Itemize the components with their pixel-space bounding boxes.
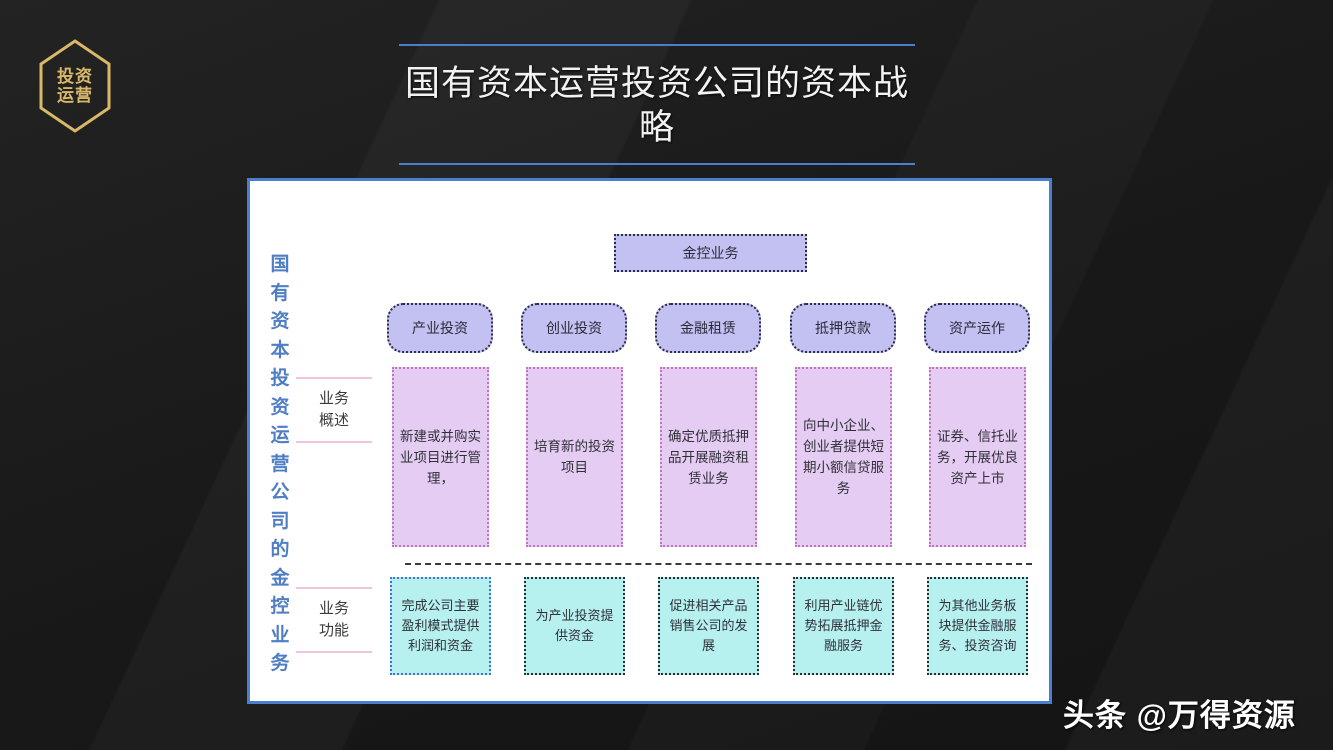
title-rule-bottom xyxy=(399,163,915,165)
vertical-label-char: 公 xyxy=(270,482,290,503)
top-category-label: 金控业务 xyxy=(682,245,739,261)
function-card-text: 促进相关产品销售公司的发展 xyxy=(669,598,748,653)
business-function-row: 完成公司主要盈利模式提供利润和资金 为产业投资提供资金 促进相关产品销售公司的发展 利… xyxy=(383,577,1038,675)
brand-logo: 投资 运营 xyxy=(38,38,112,134)
vertical-label-char: 投 xyxy=(270,368,290,389)
function-card-text: 完成公司主要盈利模式提供利润和资金 xyxy=(401,598,480,653)
overview-card-text: 新建或并购实业项目进行管理， xyxy=(400,428,481,486)
overview-card: 新建或并购实业项目进行管理， xyxy=(392,367,489,547)
function-card-text: 利用产业链优势拓展抵押金融服务 xyxy=(804,598,883,653)
overview-card: 培育新的投资项目 xyxy=(526,367,623,547)
vertical-label-char: 控 xyxy=(270,596,290,617)
section-divider xyxy=(405,563,1032,565)
function-card: 促进相关产品销售公司的发展 xyxy=(658,577,759,675)
business-pill[interactable]: 抵押贷款 xyxy=(790,303,896,353)
overview-card: 确定优质抵押品开展融资租赁业务 xyxy=(660,367,757,547)
vertical-label-char: 的 xyxy=(270,539,290,560)
function-card-text: 为产业投资提供资金 xyxy=(535,608,614,643)
watermark: 头条 @万得资源 xyxy=(1063,698,1296,733)
business-pill[interactable]: 资产运作 xyxy=(924,303,1030,353)
vertical-label-char: 务 xyxy=(270,653,290,674)
vertical-label-char: 本 xyxy=(270,339,290,361)
overview-card: 证券、信托业务，开展优良资产上市 xyxy=(929,367,1026,547)
function-card: 为产业投资提供资金 xyxy=(524,577,625,675)
business-pill-row: 产业投资 创业投资 金融租赁 抵押贷款 资产运作 xyxy=(383,303,1038,353)
title-rule-top xyxy=(399,44,915,46)
hexagon-icon xyxy=(39,39,111,133)
function-card: 利用产业链优势拓展抵押金融服务 xyxy=(793,577,894,675)
vertical-label-char: 司 xyxy=(270,510,290,532)
row-label-overview: 业务 概述 xyxy=(296,377,372,443)
overview-card-text: 确定优质抵押品开展融资租赁业务 xyxy=(668,428,749,486)
row-label-overview-line1: 业务 xyxy=(318,390,349,407)
business-pill[interactable]: 产业投资 xyxy=(387,303,493,353)
function-card: 为其他业务板块提供金融服务、投资咨询 xyxy=(927,577,1028,675)
overview-card-text: 培育新的投资项目 xyxy=(534,439,615,475)
row-label-function-line2: 功能 xyxy=(318,622,349,639)
brand-logo-line1: 投资 xyxy=(57,67,93,86)
function-card: 完成公司主要盈利模式提供利润和资金 xyxy=(390,577,491,675)
function-card-text: 为其他业务板块提供金融服务、投资咨询 xyxy=(938,598,1017,653)
vertical-label-char: 资 xyxy=(270,396,290,418)
vertical-label-char: 业 xyxy=(270,624,290,646)
content-panel: 国有资本投资运营公司的金控业务 金控业务 产业投资创业投资金融租赁抵押贷款资产运… xyxy=(247,178,1052,704)
brand-logo-line2: 运营 xyxy=(57,86,93,105)
overview-card: 向中小企业、创业者提供短期小额信贷服务 xyxy=(795,367,892,547)
overview-card-text: 向中小企业、创业者提供短期小额信贷服务 xyxy=(803,418,884,496)
business-overview-row: 新建或并购实业项目进行管理， 培育新的投资项目 确定优质抵押品开展融资租赁业务向中小… xyxy=(383,367,1038,547)
business-pill[interactable]: 创业投资 xyxy=(521,303,627,353)
row-label-fn-rule-top xyxy=(296,587,372,589)
business-pill-label: 抵押贷款 xyxy=(815,320,871,336)
overview-card-text: 证券、信托业务，开展优良资产上市 xyxy=(937,428,1018,486)
row-label-rule-bottom xyxy=(296,441,372,443)
row-label-fn-rule-bottom xyxy=(296,651,372,653)
page-title: 国有资本运营投资公司的资本战略 xyxy=(404,64,909,147)
row-label-rule-top xyxy=(296,377,372,379)
top-category-box: 金控业务 xyxy=(614,234,807,272)
slide-title-block: 国有资本运营投资公司的资本战略 xyxy=(399,44,915,165)
row-label-function-text: 业务 功能 xyxy=(296,589,372,651)
business-pill-label: 产业投资 xyxy=(412,320,468,336)
business-pill-label: 资产运作 xyxy=(949,320,1005,336)
row-label-overview-text: 业务 概述 xyxy=(296,379,372,441)
business-pill[interactable]: 金融租赁 xyxy=(655,303,761,353)
vertical-label-char: 营 xyxy=(270,453,290,475)
vertical-label-char: 运 xyxy=(270,425,290,446)
vertical-label-char: 国 xyxy=(270,254,290,275)
vertical-label-char: 金 xyxy=(270,567,290,589)
vertical-label-char: 资 xyxy=(270,311,290,332)
row-label-function-line1: 业务 xyxy=(318,600,349,617)
brand-logo-text: 投资 运营 xyxy=(38,38,112,134)
business-pill-label: 金融租赁 xyxy=(680,320,736,336)
vertical-label-char: 有 xyxy=(270,282,290,304)
panel-vertical-label: 国有资本投资运营公司的金控业务 xyxy=(265,251,295,679)
row-label-function: 业务 功能 xyxy=(296,587,372,653)
row-label-overview-line2: 概述 xyxy=(318,412,349,429)
business-pill-label: 创业投资 xyxy=(546,320,602,336)
